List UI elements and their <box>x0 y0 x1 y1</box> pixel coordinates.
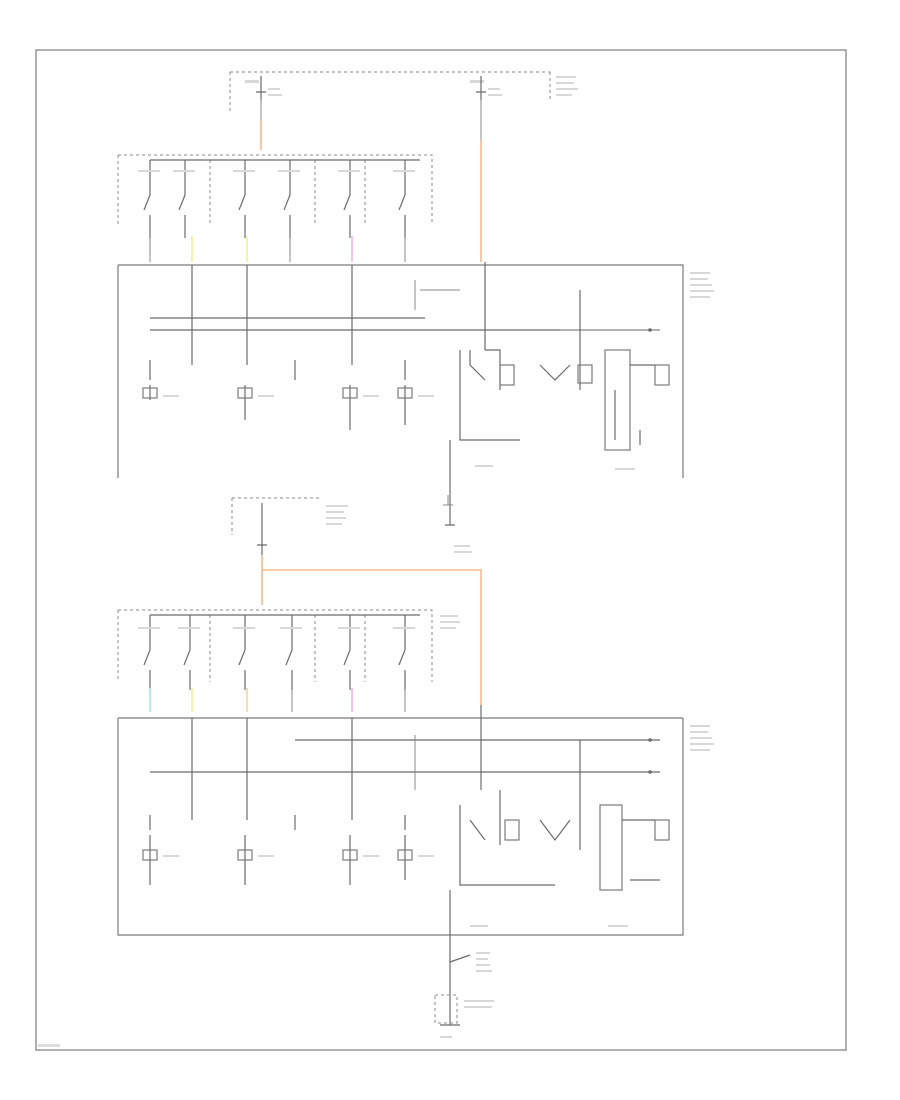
mid-fuse-labels <box>326 505 472 553</box>
top-module-labels <box>690 272 714 298</box>
bottom-module-labels <box>690 725 714 751</box>
top-seat-motors <box>142 385 434 430</box>
top-switch-block-outline <box>118 154 433 225</box>
bottom-connector-switch <box>449 954 471 963</box>
top-seat-module-frame <box>117 264 684 478</box>
bottom-module-buses <box>150 739 660 773</box>
bottom-seat-module-frame <box>117 717 684 936</box>
top-ground <box>445 440 455 526</box>
bottom-switch-group <box>138 615 415 690</box>
bottom-connector-block <box>434 994 458 1024</box>
bottom-switch-block-outline <box>118 609 433 682</box>
node <box>648 738 652 742</box>
top-fuse-labels <box>245 76 578 96</box>
fuse-left-top <box>256 76 266 100</box>
fuse-right-top <box>476 76 486 100</box>
top-ground-symbol <box>443 495 453 506</box>
bottom-ground <box>440 890 460 1026</box>
top-module-buses <box>150 317 660 331</box>
grey-wire-stubs-bottom <box>291 690 406 712</box>
top-motor-feeds <box>149 265 406 380</box>
bottom-motor-feeds <box>149 718 406 830</box>
top-switch-dividers <box>209 160 366 225</box>
outer-border <box>35 49 847 1051</box>
top-switch-group <box>138 160 415 238</box>
top-relay-group <box>459 262 670 470</box>
bottom-relay-group <box>459 705 670 927</box>
node <box>648 770 652 774</box>
bottom-connector-labels <box>440 952 494 1038</box>
node <box>648 328 652 332</box>
grey-wire-stubs-top <box>149 238 406 262</box>
footer-code-mark <box>38 1044 60 1047</box>
bottom-seat-motors <box>142 835 434 885</box>
fuse-middle <box>257 503 267 555</box>
bottom-switch-labels <box>440 615 460 629</box>
bottom-switch-dividers <box>209 615 366 682</box>
right-seat-orange-feed <box>262 569 482 705</box>
